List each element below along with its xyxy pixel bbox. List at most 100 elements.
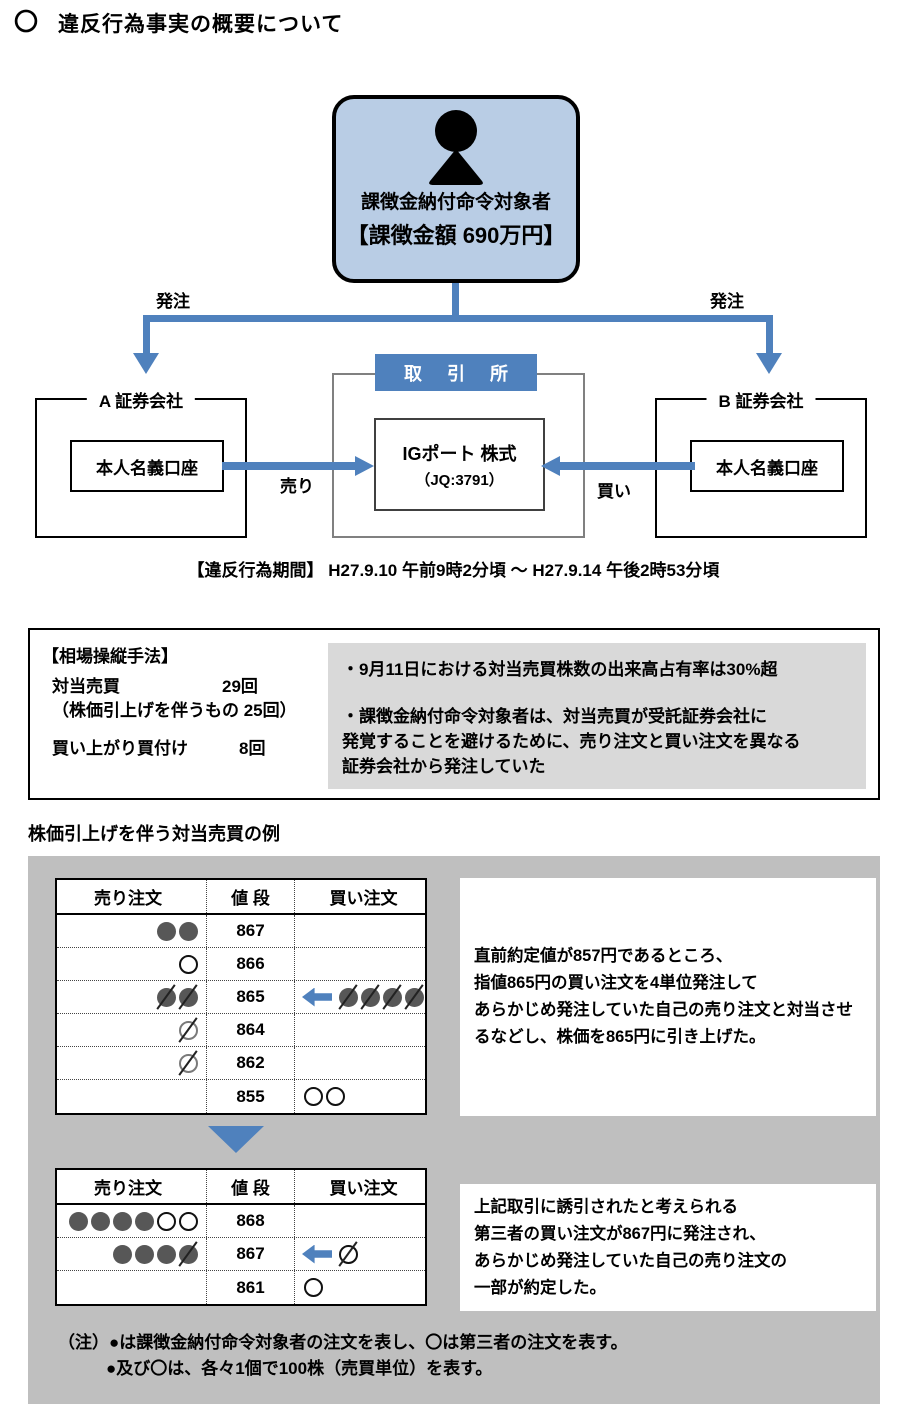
method-note-2: ・課徴金納付命令対象者は、対当売買が受託証券会社に 発覚することを避けるために、… (342, 707, 801, 776)
open-circle-executed-symbol (178, 1053, 198, 1073)
legend-note-1: （注）●は課徴金納付命令対象者の注文を表し、〇は第三者の注文を表す。 (58, 1333, 628, 1352)
broker-b-account-box: 本人名義口座 (690, 440, 844, 492)
buy-orders-cell (295, 1238, 425, 1270)
subject-box: 課徴金納付命令対象者 【課徴金額 690万円】 (332, 95, 580, 283)
orderbook-row: 867 (57, 915, 425, 948)
order-label-right: 発注 (710, 292, 744, 311)
buy-orders-cell (295, 1047, 425, 1079)
buy-arrow-icon (302, 1244, 332, 1264)
buy-orders-cell (295, 981, 425, 1013)
price-cell: 864 (207, 1014, 295, 1046)
sell-header: 売り注文 (57, 1170, 207, 1203)
example-caption-box-1: 直前約定値が857円であるところ、 指値865円の買い注文を4単位発注して あら… (460, 878, 876, 1116)
buy-arrow-line (560, 462, 695, 470)
sell-orders-cell (57, 1014, 207, 1046)
open-circle-symbol (178, 954, 198, 974)
exchange-header: 取 引 所 (375, 354, 537, 391)
connector-left-line (143, 315, 150, 355)
method-line-price-raising: （株価引上げを伴うもの 25回） (52, 701, 297, 720)
filled-circle-symbol (134, 1211, 154, 1231)
broker-a-title: A 証券会社 (86, 387, 196, 412)
buy-orders-cell (295, 1271, 425, 1304)
next-step-triangle-icon (208, 1126, 264, 1153)
broker-a-account-box: 本人名義口座 (70, 440, 224, 492)
filled-circle-executed-symbol (360, 987, 380, 1007)
method-note-1: ・9月11日における対当売買株数の出来高占有率は30%超 (342, 660, 778, 679)
sell-header: 売り注文 (57, 880, 207, 913)
sell-label: 売り (280, 477, 314, 496)
sell-arrowhead-icon (355, 456, 374, 476)
price-cell: 865 (207, 981, 295, 1013)
filled-circle-symbol (90, 1211, 110, 1231)
filled-circle-symbol (112, 1211, 132, 1231)
orderbook-header-row: 売り注文 値 段 買い注文 (57, 880, 425, 915)
orderbook-header-row: 売り注文 値 段 買い注文 (57, 1170, 425, 1205)
connector-stem (452, 283, 459, 319)
open-circle-symbol (178, 1211, 198, 1231)
stock-ticker: （JQ:3791） (415, 471, 504, 489)
penalty-amount: 【課徴金額 690万円】 (346, 223, 566, 248)
buy-label: 買い (597, 482, 631, 501)
down-arrow-right-icon (756, 353, 782, 374)
exchange-box: IGポート 株式 （JQ:3791） (332, 373, 585, 538)
price-cell: 868 (207, 1205, 295, 1237)
filled-circle-executed-symbol (156, 987, 176, 1007)
filled-circle-symbol (178, 921, 198, 941)
sell-orders-cell (57, 1238, 207, 1270)
open-circle-executed-symbol (338, 1244, 358, 1264)
price-cell: 867 (207, 915, 295, 947)
filled-circle-executed-symbol (178, 987, 198, 1007)
orderbook-row: 867 (57, 1238, 425, 1271)
legend-note-2: ●及び〇は、各々1個で100株（売買単位）を表す。 (106, 1359, 493, 1378)
filled-circle-symbol (68, 1211, 88, 1231)
filled-circle-symbol (156, 1244, 176, 1264)
buy-orders-cell (295, 948, 425, 980)
filled-circle-executed-symbol (338, 987, 358, 1007)
method-note-box: ・9月11日における対当売買株数の出来高占有率は30%超 ・課徴金納付命令対象者… (328, 643, 866, 789)
order-label-left: 発注 (156, 292, 190, 311)
stock-name: IGポート 株式 (402, 443, 517, 464)
price-header: 値 段 (207, 1170, 295, 1203)
title-bullet-circle: 〇 (14, 9, 38, 36)
orderbook-row: 862 (57, 1047, 425, 1080)
buy-orders-cell (295, 1080, 425, 1113)
filled-circle-symbol (156, 921, 176, 941)
price-cell: 861 (207, 1271, 295, 1304)
buy-arrowhead-icon (541, 456, 560, 476)
example-caption-box-2: 上記取引に誘引されたと考えられる 第三者の買い注文が867円に発注され、 あらか… (460, 1184, 876, 1311)
open-circle-symbol (325, 1087, 345, 1106)
filled-circle-symbol (134, 1244, 154, 1264)
filled-circle-executed-symbol (404, 987, 424, 1007)
broker-b-title: B 証券会社 (706, 387, 816, 412)
method-line-matched-trades: 対当売買 29回 (52, 677, 258, 696)
open-circle-symbol (303, 1278, 323, 1297)
open-circle-symbol (303, 1087, 323, 1106)
price-cell: 866 (207, 948, 295, 980)
buy-orders-cell (295, 1014, 425, 1046)
connector-horizontal-line (143, 315, 773, 322)
open-circle-symbol (156, 1211, 176, 1231)
orderbook-row: 864 (57, 1014, 425, 1047)
example-caption-1: 直前約定値が857円であるところ、 指値865円の買い注文を4単位発注して あら… (474, 947, 854, 1046)
orderbook-row: 855 (57, 1080, 425, 1113)
sell-orders-cell (57, 1047, 207, 1079)
buy-orders-cell (295, 915, 425, 947)
sell-orders-cell (57, 1205, 207, 1237)
stock-box: IGポート 株式 （JQ:3791） (374, 418, 545, 511)
price-cell: 867 (207, 1238, 295, 1270)
person-icon (429, 110, 483, 185)
buy-orders-cell (295, 1205, 425, 1237)
broker-a-account-label: 本人名義口座 (96, 458, 198, 478)
orderbook-row: 861 (57, 1271, 425, 1304)
page-title: 〇 違反行為事実の概要について (14, 8, 343, 38)
buy-header: 買い注文 (329, 889, 398, 908)
open-circle-executed-symbol (178, 1020, 198, 1040)
connector-right-line (766, 315, 773, 355)
orderbook-row: 866 (57, 948, 425, 981)
buy-arrow-icon (302, 987, 332, 1007)
example-caption-2: 上記取引に誘引されたと考えられる 第三者の買い注文が867円に発注され、 あらか… (474, 1197, 788, 1297)
filled-circle-symbol (112, 1244, 132, 1264)
